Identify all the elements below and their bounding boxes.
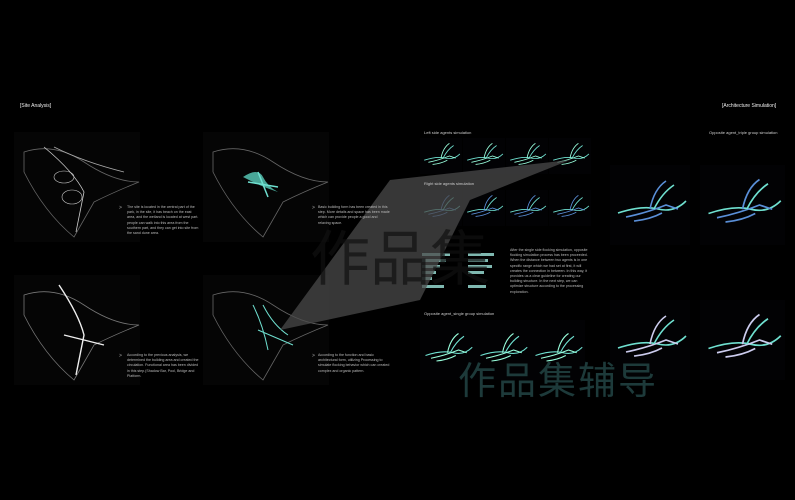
single-group-sim-1 [420, 320, 475, 380]
watermark-text: 作品集辅导 [458, 359, 659, 403]
left-side-sim-1 [420, 138, 462, 174]
arrow-icon: > [119, 205, 122, 211]
arrow-icon: > [312, 205, 315, 211]
triple-group-sim-4 [700, 300, 785, 380]
svg-text:作品集: 作品集 [310, 225, 490, 295]
panel-text-3: According to the previous analysis, we d… [127, 353, 199, 378]
right-side-sim-3 [506, 190, 548, 226]
site-map-2 [203, 132, 329, 242]
triple-group-sim-2 [700, 165, 785, 245]
site-analysis-title: [Site Analysis] [20, 103, 52, 109]
site-map-3 [14, 275, 140, 385]
left-side-sim-4 [549, 138, 591, 174]
triple-group-sim-3 [610, 300, 690, 380]
triple-group-caption: Opposite agent_triple group simulation [709, 130, 778, 135]
right-side-caption: Right side agents simulation [424, 181, 475, 186]
watermark-logo: 作品集 [280, 160, 570, 330]
single-group-sim-2 [475, 320, 530, 380]
panel-text-4: According to the function and basic arch… [318, 353, 390, 373]
triple-group-sim-1 [610, 165, 690, 245]
arrow-icon: > [312, 353, 315, 359]
arrow-icon: > [119, 353, 122, 359]
single-group-caption: Opposite agent_single group simulation [424, 311, 495, 316]
panel-text-1: The site is located in the central part … [127, 205, 199, 236]
panel-text-2: Basic building form has been created in … [318, 205, 390, 225]
architecture-simulation-title: [Architecture Simulation] [722, 103, 777, 109]
left-side-caption: Left side agents simulation [424, 130, 472, 135]
simulation-paragraph: After the single side flocking simulatio… [510, 248, 588, 294]
site-map-1 [14, 132, 140, 242]
right-side-sim-4 [549, 190, 591, 226]
single-group-sim-3 [530, 320, 585, 380]
